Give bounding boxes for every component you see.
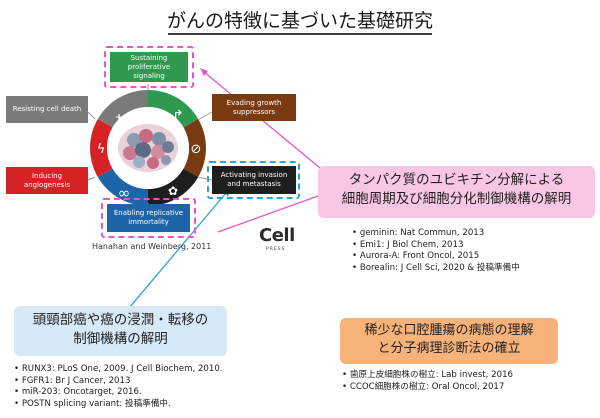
wheel-segment-black <box>148 168 199 206</box>
pink-arrow-head <box>200 68 208 76</box>
citation: Hanahan and Weinberg, 2011 <box>92 242 212 251</box>
immortality-dashed-frame <box>101 198 196 238</box>
infinity-icon: ∞ <box>118 184 131 202</box>
ubiquitin-panel: タンパク質のユビキチン分解による 細胞周期及び細胞分化制御機構の解明 <box>318 166 595 218</box>
hallmark-invasion: Activating invasion and metastasis <box>212 166 296 194</box>
dagger-icon: † <box>116 113 123 128</box>
oral-tumor-title-1: 稀少な口腔腫瘍の病態の理解 <box>364 323 534 338</box>
ref-item: FGFR1: Br J Cancer, 2013 <box>14 376 314 388</box>
wheel-segment-blue <box>97 168 148 206</box>
head-neck-panel: 頭頸部癌や癌の浸潤・転移の 制御機構の解明 <box>14 306 227 356</box>
hallmark-immortality: Enabling replicative immortality <box>107 204 190 232</box>
invasion-dashed-frame <box>207 161 300 199</box>
ref-item: miR-203: Oncotarget, 2016. <box>14 387 314 399</box>
oral-tumor-panel: 稀少な口腔腫瘍の病態の理解 と分子病理診断法の確立 <box>340 318 558 364</box>
vessel-icon: ϟ <box>97 142 106 157</box>
title-underline <box>168 33 432 35</box>
oral-tumor-refs: 歯原上皮細胞株の樹立: Lab invest, 2016 CCOC細胞株の樹立:… <box>342 370 592 393</box>
hallmark-resisting: Resisting cell death <box>6 96 88 123</box>
ref-item: 歯原上皮細胞株の樹立: Lab invest, 2016 <box>342 370 592 382</box>
ref-item: Emi1: J Biol Chem, 2013 <box>352 240 597 252</box>
ubiquitin-refs: geminin: Nat Commun, 2013 Emi1: J Biol C… <box>352 228 597 274</box>
ubiquitin-title-2: 細胞周期及び細胞分化制御機構の解明 <box>341 191 572 207</box>
ref-item: Borealin: J Cell Sci, 2020 & 投稿準備中 <box>352 263 597 275</box>
pink-pointer-line-1 <box>217 195 319 233</box>
arrow-icon: ↱ <box>172 108 184 124</box>
blue-pointer-line <box>123 192 227 315</box>
connector-lines <box>87 84 213 206</box>
wheel-segment-green <box>148 90 199 128</box>
hallmarks-wheel: ↱ ⊘ ✿ ∞ ϟ † <box>90 90 206 206</box>
ref-item: RUNX3: PLoS One, 2009. J Cell Biochem, 2… <box>14 364 314 376</box>
page-title: がんの特徴に基づいた基礎研究 <box>166 10 433 32</box>
wheel-segment-gray <box>97 90 148 128</box>
crab-icon: ✿ <box>168 184 178 198</box>
ubiquitin-title-1: タンパク質のユビキチン分解による <box>348 172 565 188</box>
head-neck-title-2: 制御機構の解明 <box>73 331 168 347</box>
sustaining-dashed-frame <box>104 46 194 88</box>
cell-cluster-image <box>118 124 178 172</box>
wheel-segment-red <box>90 119 113 177</box>
hallmark-inducing: Inducing angiogenesis <box>6 167 88 194</box>
hallmark-evading: Evading growth suppressors <box>212 94 296 121</box>
ref-item: CCOC細胞株の樹立: Oral Oncol, 2017 <box>342 382 592 394</box>
ref-item: Aurora-A: Front Oncol, 2015 <box>352 251 597 263</box>
hallmark-sustaining: Sustaining proliferative signaling <box>110 52 188 82</box>
ref-item: geminin: Nat Commun, 2013 <box>352 228 597 240</box>
oral-tumor-title-2: と分子病理診断法の確立 <box>377 341 521 356</box>
head-neck-title-1: 頭頸部癌や癌の浸潤・転移の <box>32 312 209 328</box>
cell-press-logo: Cell <box>259 225 295 246</box>
no-entry-icon: ⊘ <box>191 142 202 157</box>
head-neck-refs: RUNX3: PLoS One, 2009. J Cell Biochem, 2… <box>14 364 314 410</box>
wheel-segment-brown <box>183 119 206 177</box>
cell-press-sub: PRESS <box>266 247 286 252</box>
ref-item: POSTN splicing variant: 投稿準備中. <box>14 399 314 411</box>
